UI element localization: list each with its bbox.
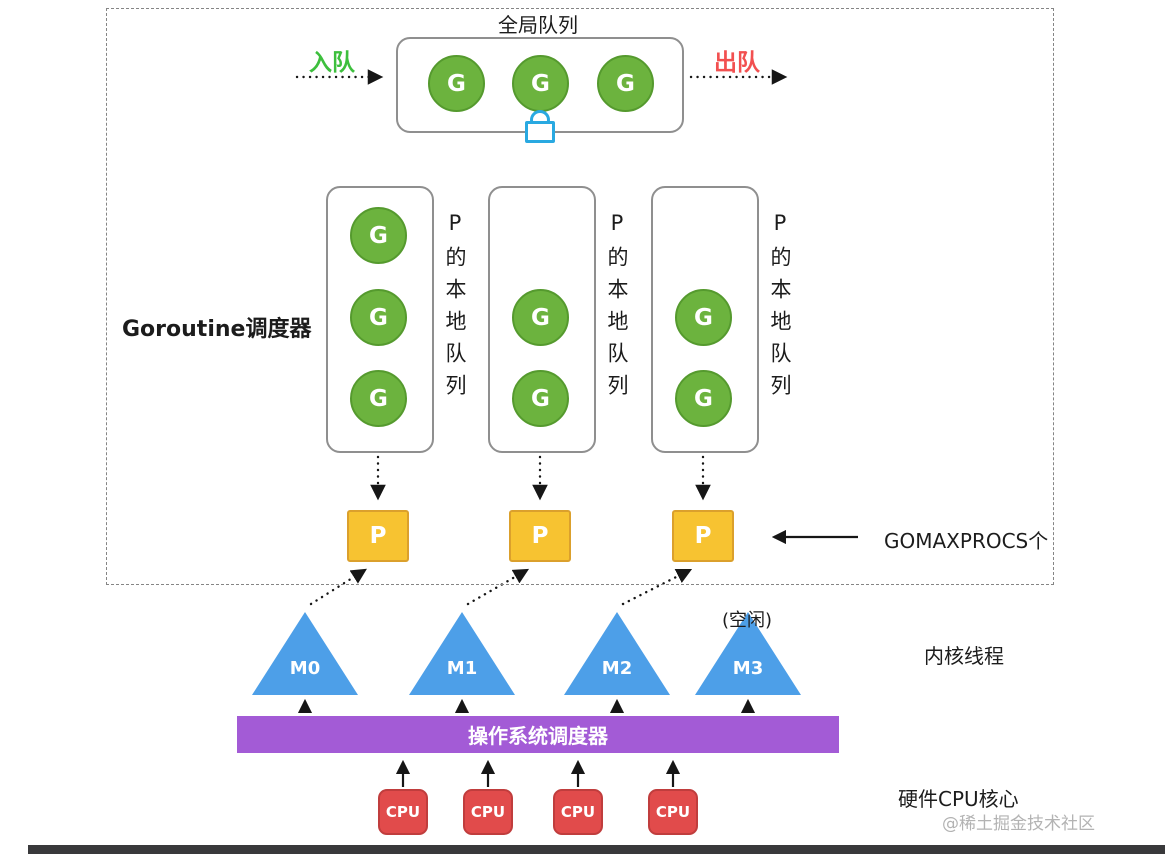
local-queue-3-side-label: P的本地队列 <box>768 211 792 406</box>
goroutine-circle: G <box>428 55 485 112</box>
hardware-row-label: 硬件CPU核心 <box>898 787 1019 811</box>
enqueue-label: 入队 <box>309 50 355 76</box>
cpu-2: CPU <box>463 789 513 835</box>
global-queue-title: 全局队列 <box>498 13 578 37</box>
lock-icon <box>524 110 556 143</box>
processor-p1: P <box>347 510 409 562</box>
processor-p2: P <box>509 510 571 562</box>
dequeue-label: 出队 <box>714 50 760 76</box>
processor-p3: P <box>672 510 734 562</box>
thread-m1: M1 <box>409 612 515 695</box>
thread-m0: M0 <box>252 612 358 695</box>
thread-m1-label: M1 <box>446 658 478 679</box>
thread-m0-label: M0 <box>289 658 321 679</box>
os-scheduler-box: 操作系统调度器 <box>237 716 839 753</box>
goroutine-circle: G <box>512 289 569 346</box>
local-queue-2-side-label: P的本地队列 <box>605 211 629 406</box>
goroutine-circle: G <box>350 207 407 264</box>
thread-triangle <box>252 612 358 695</box>
local-queue-1-side-label: P的本地队列 <box>443 211 467 406</box>
goroutine-circle: G <box>675 289 732 346</box>
idle-label: (空闲) <box>721 610 773 631</box>
thread-triangle <box>409 612 515 695</box>
thread-m3: M3 <box>695 612 801 695</box>
thread-triangle <box>564 612 670 695</box>
goroutine-scheduler-label: Goroutine调度器 <box>122 317 312 342</box>
goroutine-circle: G <box>350 370 407 427</box>
thread-triangle <box>695 612 801 695</box>
thread-m2-label: M2 <box>601 658 633 679</box>
watermark: @稀土掘金技术社区 <box>942 814 1095 834</box>
gomaxprocs-label: GOMAXPROCS个 <box>884 529 1049 553</box>
thread-m2: M2 <box>564 612 670 695</box>
goroutine-circle: G <box>350 289 407 346</box>
goroutine-circle: G <box>512 370 569 427</box>
goroutine-circle: G <box>675 370 732 427</box>
goroutine-circle: G <box>597 55 654 112</box>
thread-m3-label: M3 <box>732 658 764 679</box>
scheduler-boundary <box>106 8 1054 585</box>
cpu-1: CPU <box>378 789 428 835</box>
goroutine-circle: G <box>512 55 569 112</box>
cpu-3: CPU <box>553 789 603 835</box>
lock-body <box>525 121 555 143</box>
cpu-4: CPU <box>648 789 698 835</box>
bottom-bar <box>28 845 1165 854</box>
kernel-thread-row-label: 内核线程 <box>924 644 1004 668</box>
